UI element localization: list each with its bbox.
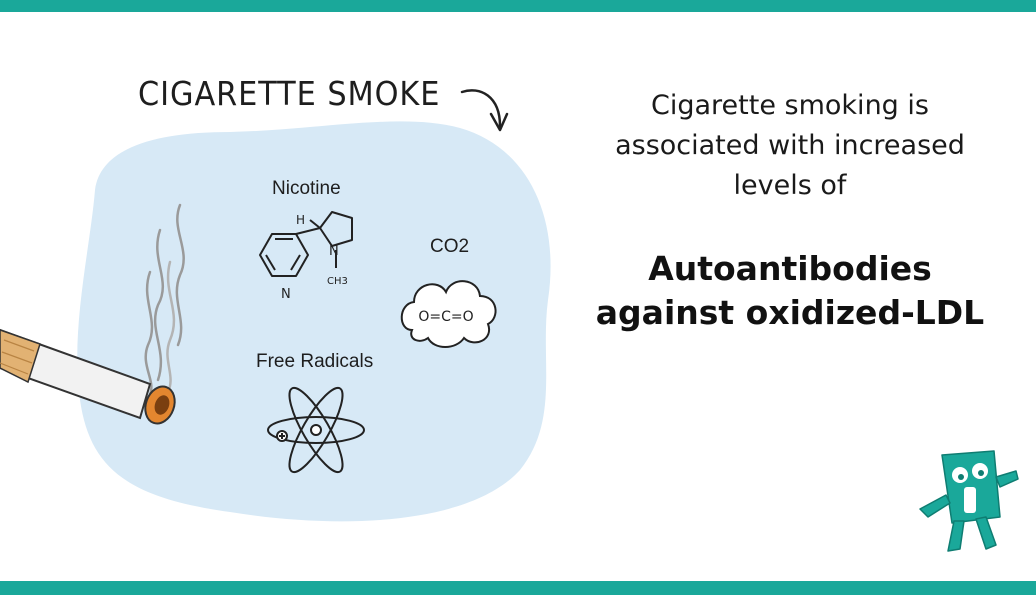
smoke-wisp-icon	[144, 203, 185, 397]
nicotine-molecule-icon	[259, 211, 353, 277]
nicotine-label: Nicotine	[272, 178, 341, 199]
mascot-figure-icon	[919, 450, 1019, 552]
co2-cloud-icon	[400, 280, 497, 348]
atom-icon	[267, 386, 365, 474]
nicotine-atom-methyl: CH3	[327, 276, 348, 287]
statement-highlight: Autoantibodies against oxidized-LDL	[595, 249, 985, 332]
statement-intro: Cigarette smoking is associated with inc…	[615, 90, 965, 201]
co2-formula: O=C=O	[418, 309, 473, 325]
top-accent-bar	[0, 0, 1036, 12]
smoke-illustration: N H N CH3 O=C=O	[0, 89, 551, 522]
diagram-title: CIGARETTE SMOKE	[138, 74, 441, 113]
arrow-head	[489, 112, 509, 132]
co2-label: CO2	[430, 236, 470, 257]
smoke-cloud-shape	[77, 121, 551, 522]
bottom-accent-bar	[0, 581, 1036, 595]
curved-arrow-icon	[460, 89, 502, 128]
nicotine-atom-h: H	[296, 213, 305, 227]
nicotine-atom-n-ring: N	[281, 287, 291, 302]
cigarette-icon	[0, 328, 176, 425]
nicotine-atom-n-pyrrolidine: N	[329, 244, 339, 259]
free-radicals-label: Free Radicals	[256, 351, 374, 372]
